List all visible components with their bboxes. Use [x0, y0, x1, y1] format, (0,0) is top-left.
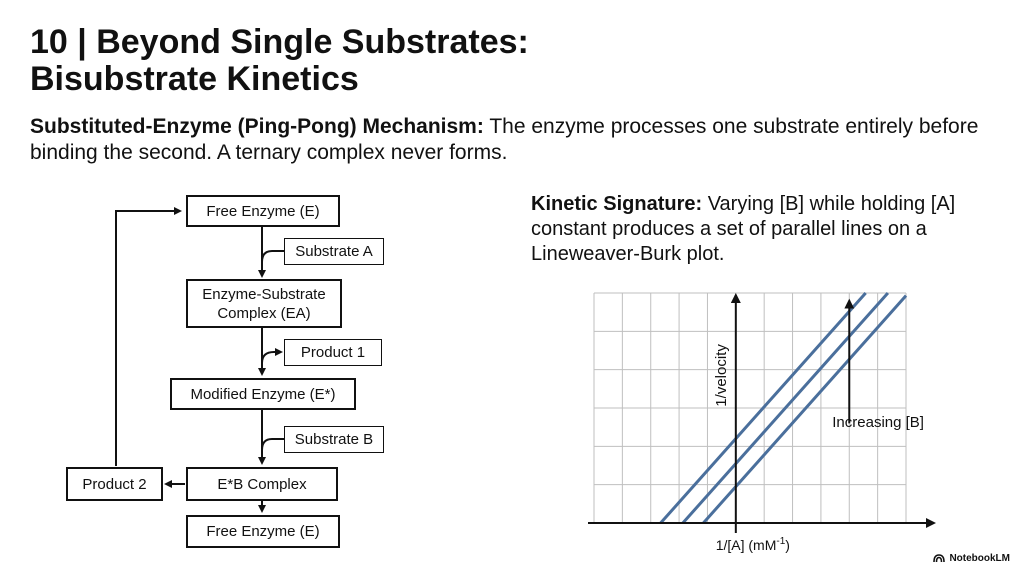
notebooklm-brand: NotebookLM: [933, 553, 1010, 564]
kinetic-signature: Kinetic Signature: Varying [B] while hol…: [531, 192, 1006, 267]
modified-enzyme-box: Modified Enzyme (E*): [170, 378, 356, 410]
free-enzyme-top-box: Free Enzyme (E): [186, 195, 340, 227]
product-1-box: Product 1: [284, 339, 382, 366]
substrate-b-box: Substrate B: [284, 426, 384, 453]
connector-substrate-b: [261, 438, 284, 451]
series-line-2: [681, 292, 890, 524]
connector-cycle-back: [115, 207, 182, 466]
slide-title: 10 | Beyond Single Substrates: Bisubstra…: [30, 24, 529, 98]
slide-title-line-2: Bisubstrate Kinetics: [30, 60, 359, 98]
x-axis-label-main: 1/[A] (mM: [716, 537, 777, 553]
slide-title-line-1: 10 | Beyond Single Substrates:: [30, 23, 529, 61]
es-complex-line-1: Enzyme-Substrate: [202, 285, 326, 303]
product-2-box: Product 2: [66, 467, 163, 501]
mechanism-label: Substituted-Enzyme (Ping-Pong) Mechanism…: [30, 115, 484, 138]
y-axis-label: 1/velocity: [713, 344, 730, 407]
kinetic-signature-label: Kinetic Signature:: [531, 193, 703, 215]
increasing-b-label: Increasing [B]: [832, 414, 924, 431]
lineweaver-burk-plot: 1/velocity Increasing [B] 1/[A] (mM-1): [588, 292, 936, 553]
connector-substrate-a: [261, 250, 284, 263]
kinetic-signature-text: Varying [B] while holding [A] constant p…: [531, 193, 956, 265]
eb-complex-box: E*B Complex: [186, 467, 338, 501]
substrate-a-box: Substrate A: [284, 238, 384, 265]
brand-name: NotebookLM: [949, 553, 1010, 564]
series-line-1: [659, 292, 867, 524]
x-axis-label-sup: -1: [776, 536, 785, 547]
mechanism-description: Substituted-Enzyme (Ping-Pong) Mechanism…: [30, 114, 1005, 166]
chart-grid: [593, 292, 907, 524]
free-enzyme-bottom-box: Free Enzyme (E): [186, 515, 340, 548]
mechanism-text: The enzyme processes one substrate entir…: [30, 115, 979, 164]
chart-series-lines: [659, 292, 908, 524]
notebooklm-logo-icon: [933, 554, 946, 563]
x-axis-label-end: ): [785, 537, 790, 553]
x-axis-label: 1/[A] (mM-1): [716, 536, 790, 553]
connector-product-1: [261, 348, 283, 364]
series-line-3: [702, 294, 908, 524]
es-complex-line-2: Complex (EA): [217, 304, 311, 322]
